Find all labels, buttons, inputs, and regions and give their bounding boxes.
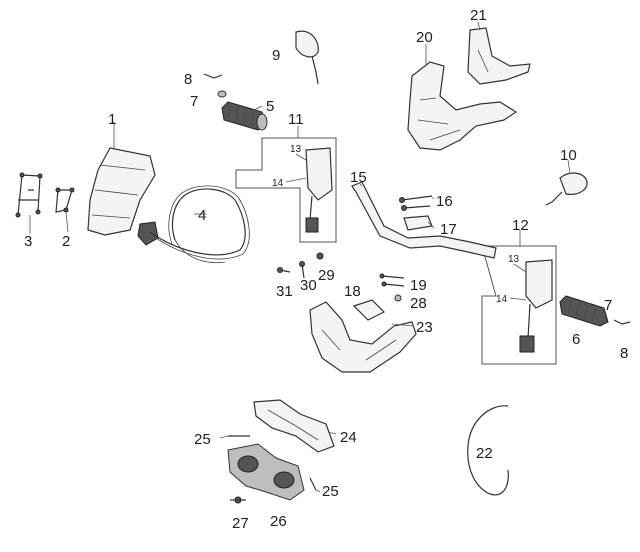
callout-13-right: 13 (508, 254, 520, 265)
callout-27: 27 (232, 515, 249, 532)
part-4-cable-harness (149, 185, 250, 264)
part-26-headlight (227, 443, 305, 501)
callout-19: 19 (410, 277, 427, 294)
callout-23: 23 (416, 319, 433, 336)
callout-21: 21 (470, 7, 487, 24)
part-10-mirror-right (545, 172, 588, 206)
part-2-bracket (55, 187, 75, 213)
callout-2: 2 (62, 233, 70, 250)
part-24-headlight-housing (253, 399, 335, 453)
part-28-washer (394, 294, 402, 302)
callout-22: 22 (476, 445, 493, 462)
callout-15: 15 (350, 169, 367, 186)
part-22-cable (467, 405, 509, 496)
part-21-cover-panel (467, 27, 531, 85)
part-17-clamp (403, 215, 433, 231)
part-27-screw (230, 496, 246, 504)
callout-8-right: 8 (620, 345, 628, 362)
callout-13-left: 13 (290, 144, 302, 155)
part-12-right-switch-box (481, 245, 557, 365)
leader-lines (29, 21, 571, 493)
part-15-handlebar (351, 181, 497, 259)
callout-24: 24 (340, 429, 357, 446)
callout-labels: 1 2 3 4 5 6 7 7 8 8 9 10 11 12 13 13 14 … (24, 7, 628, 532)
part-20-upper-cover (407, 61, 518, 151)
part-1-windscreen (87, 147, 159, 246)
callout-28: 28 (410, 295, 427, 312)
part-29-nut (316, 252, 324, 260)
callout-4: 4 (198, 207, 206, 224)
part-11-left-switch-box (235, 137, 337, 243)
callout-7-right: 7 (604, 297, 612, 314)
part-31-bolt (277, 267, 291, 273)
part-3-bracket (15, 172, 43, 218)
callout-1: 1 (108, 111, 116, 128)
callout-30: 30 (300, 277, 317, 294)
callout-5: 5 (266, 98, 274, 115)
part-30-bolt (299, 261, 305, 279)
callout-14-left: 14 (272, 178, 284, 189)
part-9-mirror-left (295, 30, 319, 85)
callout-12: 12 (512, 217, 529, 234)
part-16-clamp-bolts (399, 195, 433, 211)
part-23-lower-cover (309, 301, 417, 373)
part-18-bracket (352, 299, 386, 321)
callout-29: 29 (318, 267, 335, 284)
callout-31: 31 (276, 283, 293, 300)
callout-6: 6 (572, 331, 580, 348)
part-25-screws (228, 435, 317, 491)
callout-16: 16 (436, 193, 453, 210)
part-8-screw-right (613, 319, 631, 325)
callout-3: 3 (24, 233, 32, 250)
callout-7-left: 7 (190, 93, 198, 110)
part-5-left-grip (221, 101, 268, 131)
part-8-screw (203, 73, 223, 79)
callout-8-left: 8 (184, 71, 192, 88)
callout-10: 10 (560, 147, 577, 164)
callout-11: 11 (288, 111, 304, 128)
callout-20: 20 (416, 29, 433, 46)
callout-18: 18 (344, 283, 361, 300)
callout-26: 26 (270, 513, 287, 530)
callout-9: 9 (272, 47, 280, 64)
callout-17: 17 (440, 221, 457, 238)
callout-25-bottom: 25 (322, 483, 339, 500)
part-19-bolts (379, 273, 405, 287)
callout-14-right: 14 (496, 294, 508, 305)
part-7-bar-end (217, 90, 227, 98)
callout-25-top: 25 (194, 431, 211, 448)
part-6-right-grip (559, 295, 609, 327)
